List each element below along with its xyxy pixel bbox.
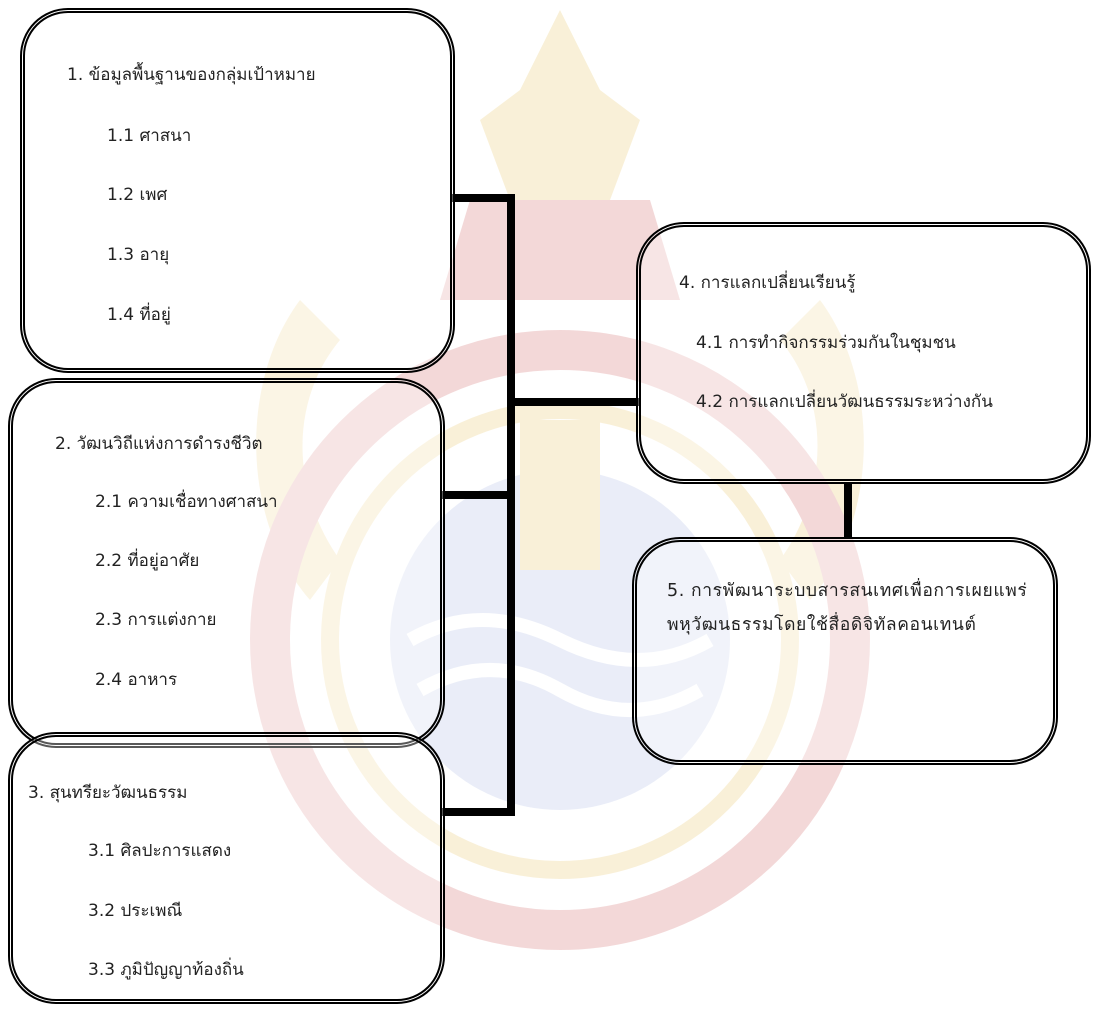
connector-box4-box5 [844, 483, 852, 539]
box3-item: 3.2 ประเพณี [88, 901, 183, 921]
box2-item: 2.4 อาหาร [95, 670, 178, 690]
box-knowledge-exchange: 4. การแลกเปลี่ยนเรียนรู้ 4.1 การทำกิจกรร… [636, 222, 1091, 484]
box4-item: 4.2 การแลกเปลี่ยนวัฒนธรรมระหว่างกัน [696, 392, 993, 412]
connector-main-vertical [507, 194, 515, 814]
box2-item: 2.2 ที่อยู่อาศัย [95, 551, 200, 571]
connector-box4-link [515, 398, 640, 406]
box2-title: 2. วัฒนวิถีแห่งการดำรงชีวิต [55, 434, 263, 454]
box-cultural-aesthetics: 3. สุนทรียะวัฒนธรรม 3.1 ศิลปะการแสดง 3.2… [8, 732, 445, 1004]
box1-item: 1.1 ศาสนา [107, 126, 192, 146]
connector-box1-stub [451, 194, 515, 202]
box-way-of-life: 2. วัฒนวิถีแห่งการดำรงชีวิต 2.1 ความเชื่… [8, 378, 445, 748]
box1-item: 1.2 เพศ [107, 185, 168, 205]
box5-title: 5. การพัฒนาระบบสารสนเทศเพื่อการเผยแพร่พห… [667, 581, 1028, 635]
box1-title: 1. ข้อมูลพื้นฐานของกลุ่มเป้าหมาย [67, 65, 316, 85]
box4-title: 4. การแลกเปลี่ยนเรียนรู้ [679, 273, 856, 293]
box1-item: 1.3 อายุ [107, 245, 170, 265]
box-information-system: 5. การพัฒนาระบบสารสนเทศเพื่อการเผยแพร่พห… [632, 537, 1058, 765]
box2-item: 2.1 ความเชื่อทางศาสนา [95, 492, 278, 512]
box4-item: 4.1 การทำกิจกรรมร่วมกันในชุมชน [696, 333, 956, 353]
box1-item: 1.4 ที่อยู่ [107, 305, 171, 325]
box3-item: 3.1 ศิลปะการแสดง [88, 841, 232, 861]
box3-title: 3. สุนทรียะวัฒนธรรม [28, 783, 188, 803]
connector-box3-stub [440, 808, 515, 816]
box3-item: 3.3 ภูมิปัญญาท้องถิ่น [88, 960, 244, 980]
box-target-group-basics: 1. ข้อมูลพื้นฐานของกลุ่มเป้าหมาย 1.1 ศาส… [20, 8, 455, 373]
connector-box2-stub [440, 491, 515, 499]
box2-item: 2.3 การแต่งกาย [95, 610, 217, 630]
